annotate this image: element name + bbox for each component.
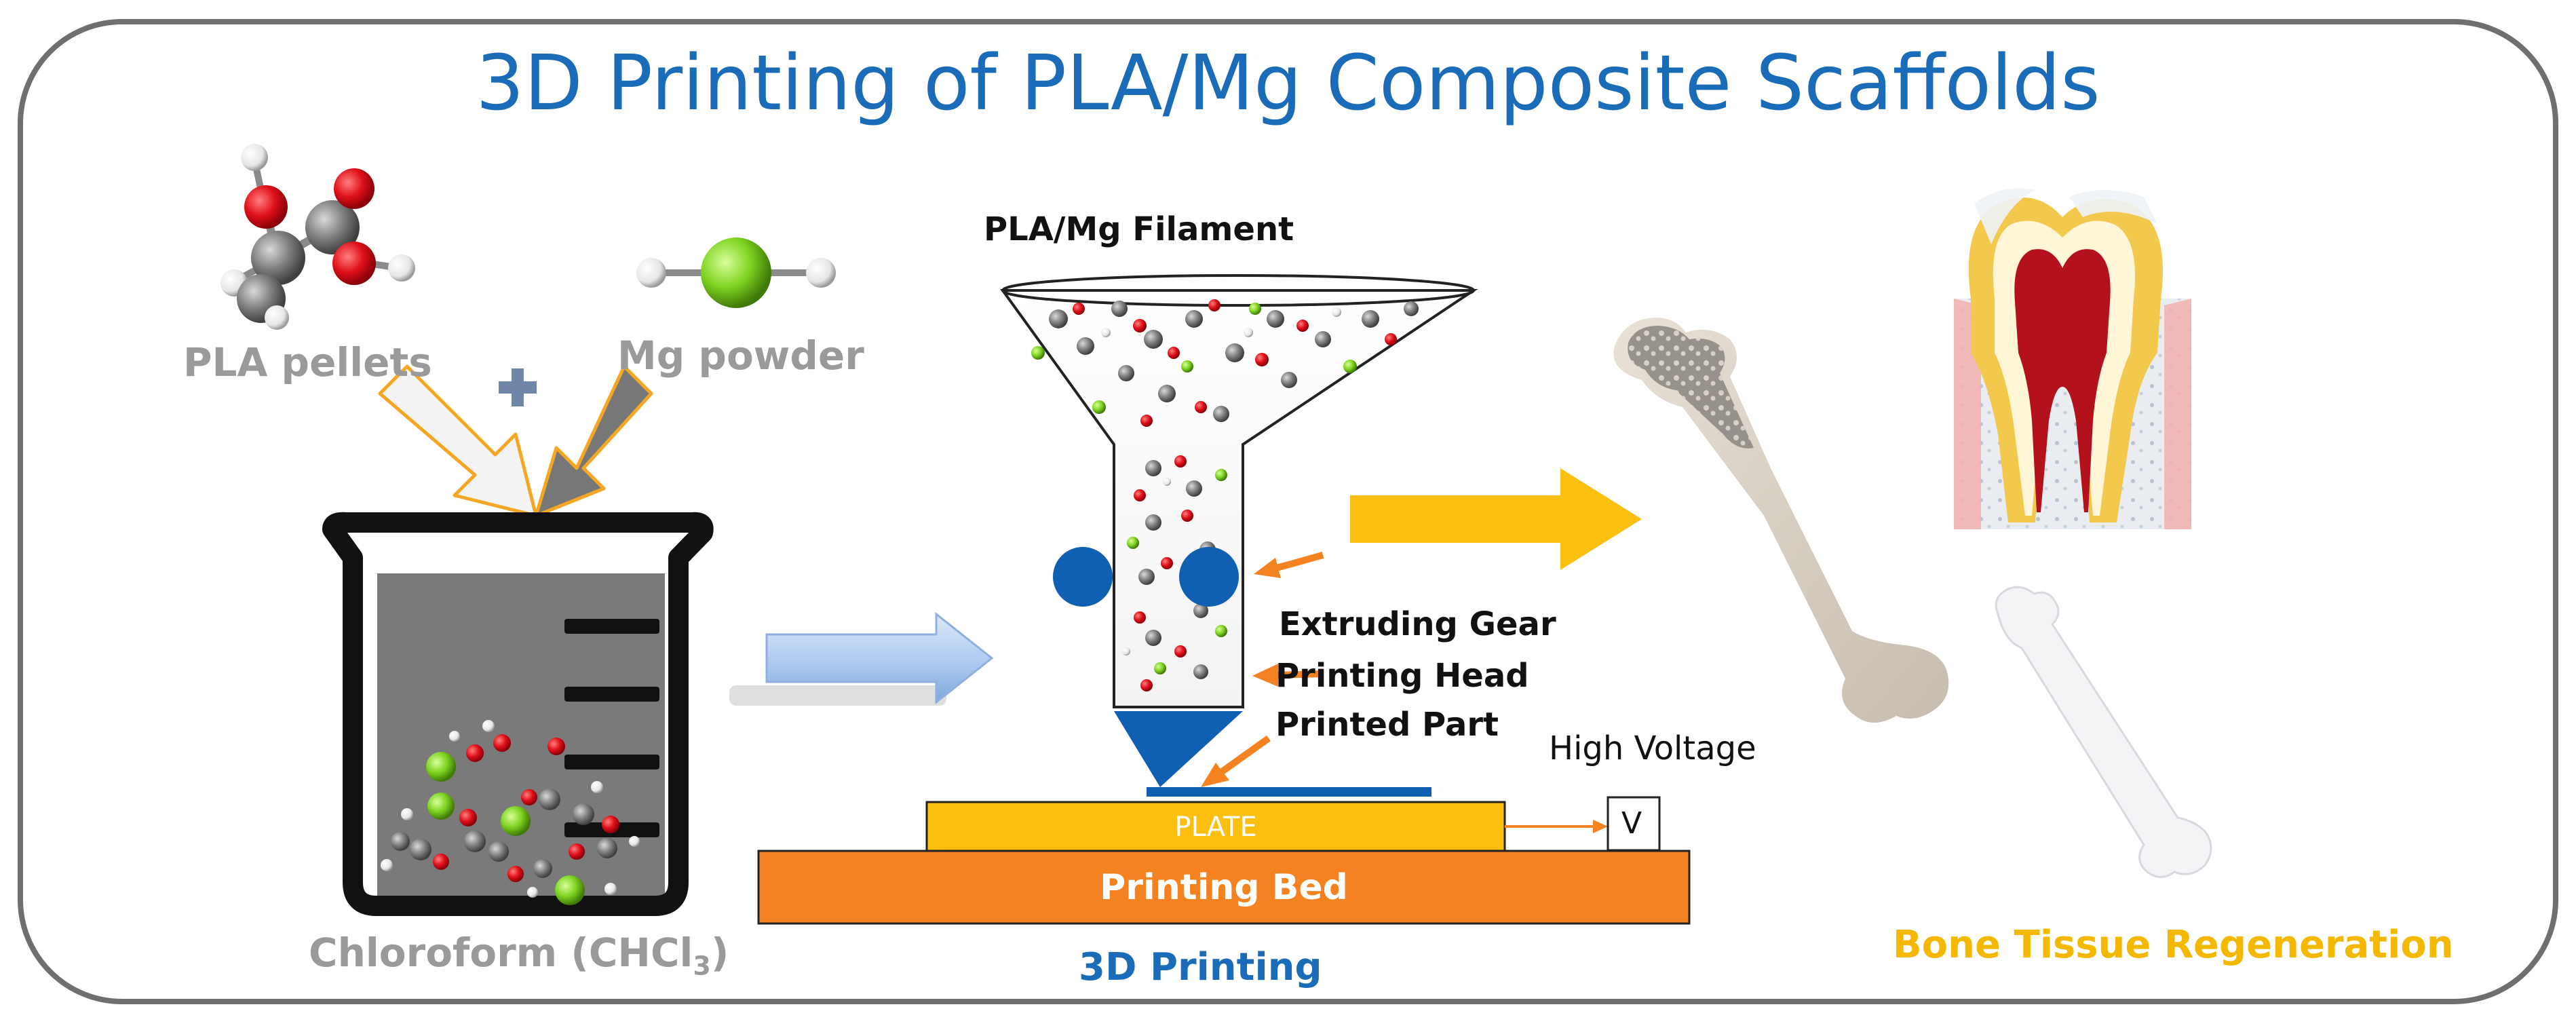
print-to-application-arrow-icon <box>1350 468 1642 570</box>
solvent-label-subscript: 3 <box>693 951 711 981</box>
printing-bed-block <box>757 850 1691 925</box>
section-3d-printing-label: 3D Printing <box>1079 945 1322 989</box>
solvent-label-close: ) <box>710 930 729 976</box>
extruding-gear-label: Extruding Gear <box>1279 605 1556 643</box>
pla-pellets-label: PLA pellets <box>183 339 432 385</box>
solvent-label: Chloroform (CHCl3) <box>309 930 729 981</box>
mg-powder-label: Mg powder <box>617 332 864 379</box>
voltage-box <box>1607 796 1661 852</box>
high-voltage-label: High Voltage <box>1549 729 1756 767</box>
pla-molecule-icon <box>220 144 415 330</box>
gear-left-icon <box>1053 547 1113 607</box>
solution-molecules-icon <box>381 720 640 905</box>
voltage-symbol: V <box>1621 806 1642 841</box>
printing-nozzle-icon <box>1114 711 1243 787</box>
gear-right-icon <box>1179 547 1239 607</box>
filament-particles-icon <box>1031 299 1419 691</box>
page-title: 3D Printing of PLA/Mg Composite Scaffold… <box>476 39 2100 128</box>
tooth-cross-section-icon <box>1954 188 2191 529</box>
gear-pointer-arrow-icon <box>1254 552 1324 578</box>
part-pointer-arrow-icon <box>1201 735 1271 787</box>
printed-part-icon <box>1147 787 1431 797</box>
small-bone-icon <box>1995 586 2212 878</box>
printed-part-label: Printed Part <box>1275 706 1499 744</box>
solvent-label-text: Chloroform (CHCl <box>309 930 693 976</box>
application-label: Bone Tissue Regeneration <box>1893 923 2454 967</box>
printing-bed-label: Printing Bed <box>1100 867 1348 908</box>
pla-arrow-icon <box>378 364 538 518</box>
plate-label: PLATE <box>1174 812 1257 843</box>
printing-head-label: Printing Head <box>1275 657 1529 695</box>
filament-funnel-icon <box>1000 274 1478 708</box>
mg-arrow-icon <box>534 364 653 518</box>
filament-label: PLA/Mg Filament <box>984 210 1294 248</box>
femur-bone-icon <box>1613 318 1949 723</box>
head-pointer-arrow-icon <box>1252 664 1324 687</box>
outer-frame <box>18 19 2558 1004</box>
beaker-icon <box>322 512 714 916</box>
mix-to-print-arrow-icon <box>729 611 994 706</box>
plus-icon <box>499 368 537 406</box>
mg-molecule-icon <box>636 237 836 308</box>
